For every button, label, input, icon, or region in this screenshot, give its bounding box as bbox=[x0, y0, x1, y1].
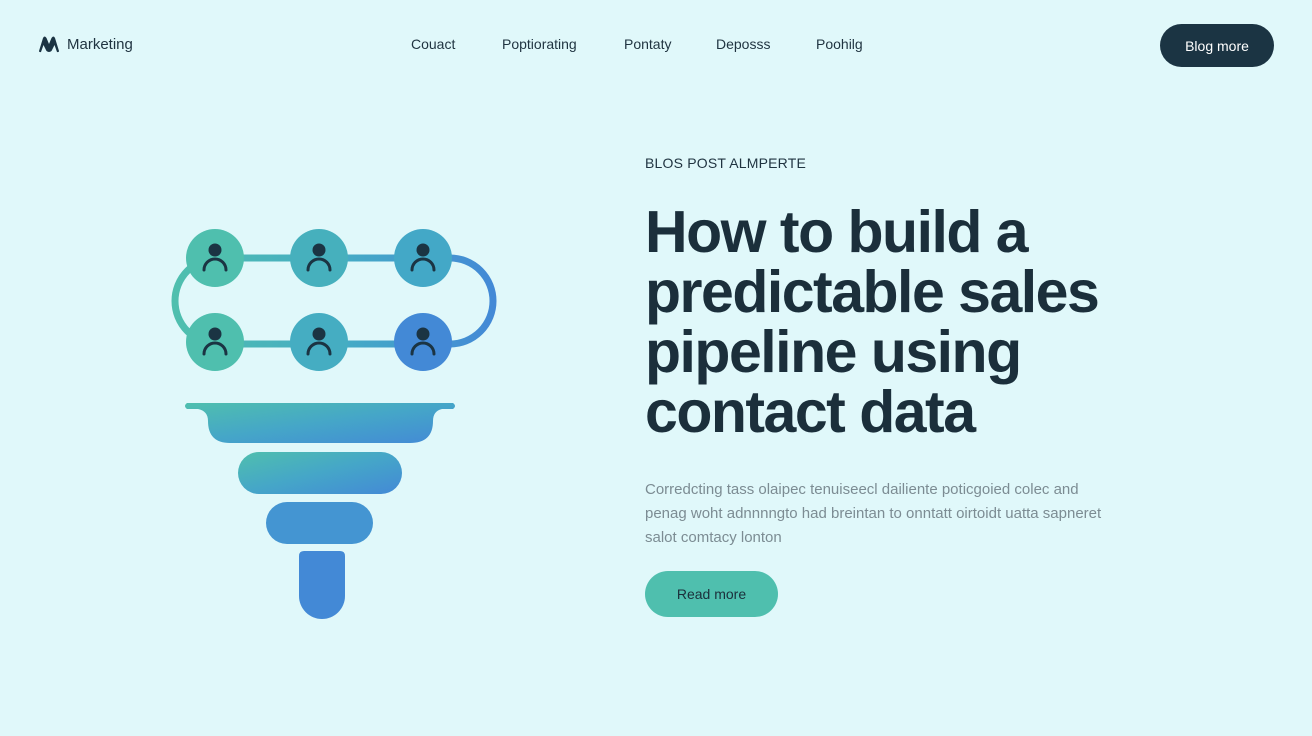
person-icon bbox=[306, 327, 332, 356]
post-excerpt: Corredcting tass olaipec tenuiseecl dail… bbox=[645, 481, 1102, 546]
site-header: Marketing Couact Poptiorating Pontaty De… bbox=[0, 0, 1312, 90]
person-icon bbox=[202, 243, 228, 272]
contact-node bbox=[290, 229, 348, 287]
person-icon bbox=[202, 327, 228, 356]
nav-item-couact[interactable]: Couact bbox=[411, 36, 456, 52]
read-more-button[interactable]: Read more bbox=[645, 571, 778, 617]
nav-item-pontaty[interactable]: Pontaty bbox=[624, 36, 672, 52]
post-category-label: BLOS POST ALMPERTE bbox=[645, 155, 807, 171]
m-logo-icon bbox=[37, 35, 61, 53]
contact-node bbox=[394, 229, 452, 287]
contact-node bbox=[186, 229, 244, 287]
post-title: How to build a predictable sales pipelin… bbox=[645, 199, 1100, 445]
funnel-icon bbox=[185, 403, 455, 619]
sales-funnel-illustration bbox=[110, 215, 540, 635]
brand-name: Marketing bbox=[67, 35, 133, 53]
person-icon bbox=[306, 243, 332, 272]
contact-node bbox=[186, 313, 244, 371]
nav-item-deposss[interactable]: Deposss bbox=[716, 36, 771, 52]
brand-logo-link[interactable]: Marketing bbox=[37, 35, 133, 53]
blog-more-button[interactable]: Blog more bbox=[1160, 24, 1274, 67]
person-icon bbox=[410, 243, 436, 272]
hero-content: BLOS POST ALMPERTE How to build a predic… bbox=[645, 155, 1165, 617]
contact-node bbox=[290, 313, 348, 371]
nav-item-poohilg[interactable]: Poohilg bbox=[816, 36, 863, 52]
person-icon bbox=[410, 327, 436, 356]
contact-node bbox=[394, 313, 452, 371]
nav-item-poptiorating[interactable]: Poptiorating bbox=[502, 36, 577, 52]
